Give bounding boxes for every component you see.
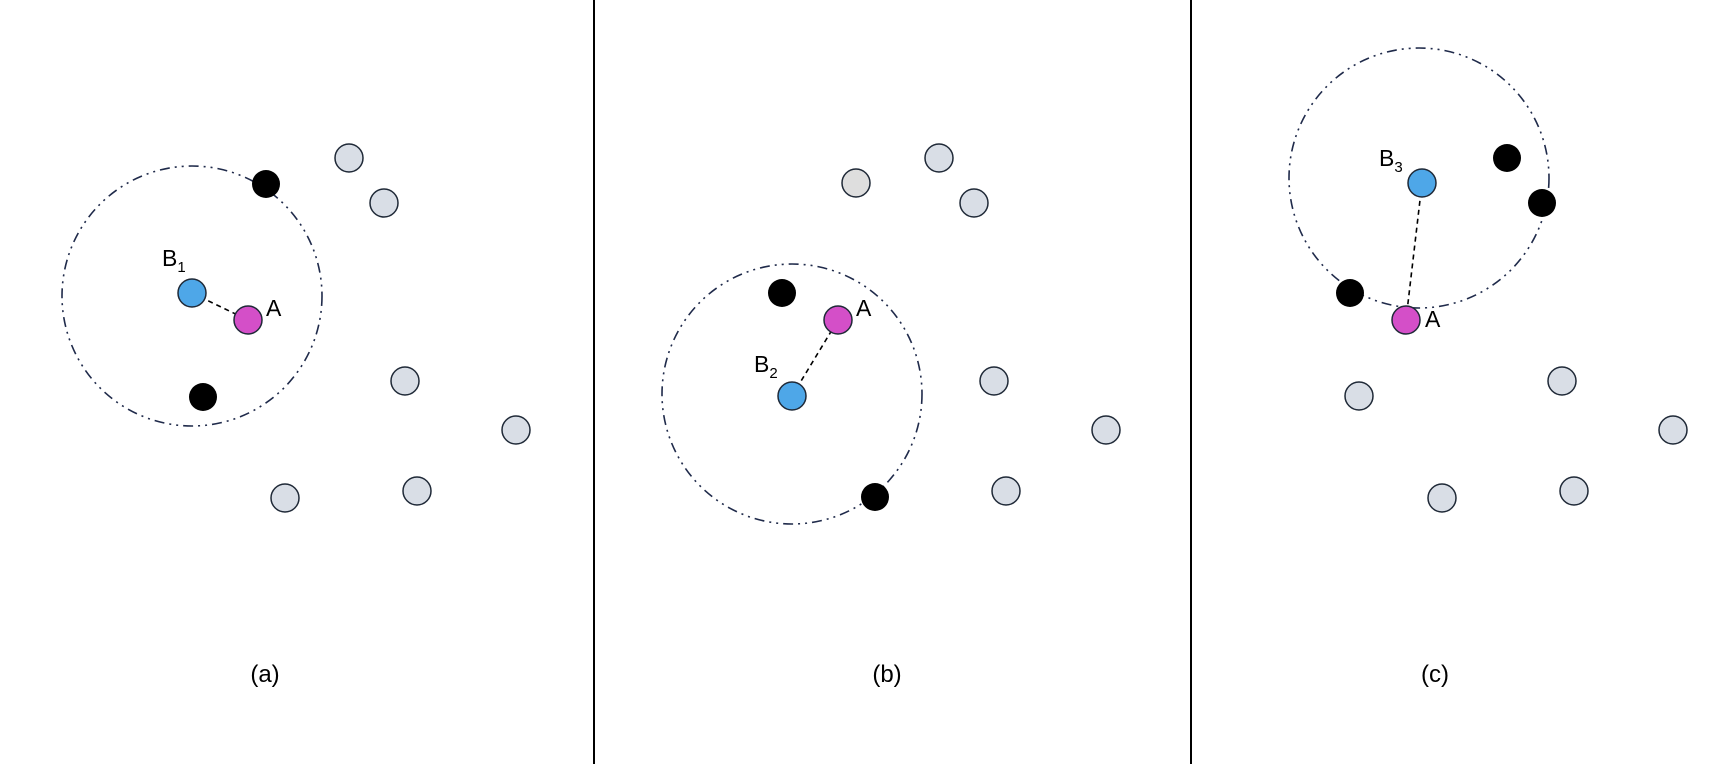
point-b-label: B <box>754 351 769 377</box>
distance-line-b-to-a <box>1405 182 1423 321</box>
other-point <box>390 366 420 396</box>
other-point <box>1427 483 1457 513</box>
neighbor-point-black <box>1493 144 1521 172</box>
neighbor-point-black <box>252 170 280 198</box>
svg-text:B3: B3 <box>1379 145 1403 176</box>
point-b-label: B <box>1379 145 1394 171</box>
other-point <box>959 188 989 218</box>
point-b-label: B <box>162 245 177 271</box>
neighbor-point-black <box>189 383 217 411</box>
panel-b: B2 A (b) <box>661 143 1121 688</box>
neighbor-point-black <box>768 279 796 307</box>
point-a <box>233 305 263 335</box>
search-radius-circle <box>1288 47 1550 309</box>
other-point <box>1658 415 1688 445</box>
other-point <box>369 188 399 218</box>
neighbor-point-black <box>1528 189 1556 217</box>
other-point <box>270 483 300 513</box>
other-point <box>501 415 531 445</box>
other-point <box>991 476 1021 506</box>
point-b-subscript: 2 <box>769 365 777 382</box>
point-a-label: A <box>266 295 282 321</box>
svg-text:B2: B2 <box>754 351 778 382</box>
svg-text:B1: B1 <box>162 245 186 276</box>
search-radius-circle <box>661 263 923 525</box>
point-a <box>823 305 853 335</box>
panel-c: B3 A (c) <box>1288 47 1688 688</box>
point-b-subscript: 1 <box>177 259 185 276</box>
point-a-label: A <box>856 295 872 321</box>
other-point <box>1091 415 1121 445</box>
other-point <box>402 476 432 506</box>
point-b-subscript: 3 <box>1394 159 1402 176</box>
point-b <box>777 381 807 411</box>
other-point <box>1559 476 1589 506</box>
other-point <box>979 366 1009 396</box>
point-a-label: A <box>1425 306 1441 332</box>
other-point <box>1344 381 1374 411</box>
other-point <box>334 143 364 173</box>
search-radius-circle <box>61 165 323 427</box>
plain-gray-point <box>841 168 871 198</box>
point-a <box>1391 305 1421 335</box>
distance-line-b-to-a <box>791 319 839 397</box>
point-b <box>1407 168 1437 198</box>
point-b <box>177 278 207 308</box>
panel-caption: (a) <box>250 661 279 688</box>
neighbor-point-black <box>861 483 889 511</box>
other-point <box>924 143 954 173</box>
panel-caption: (b) <box>872 661 901 688</box>
neighbor-point-black <box>1336 279 1364 307</box>
other-point <box>1547 366 1577 396</box>
panel-a: B1 A (a) <box>61 143 531 688</box>
panel-caption: (c) <box>1421 661 1449 688</box>
